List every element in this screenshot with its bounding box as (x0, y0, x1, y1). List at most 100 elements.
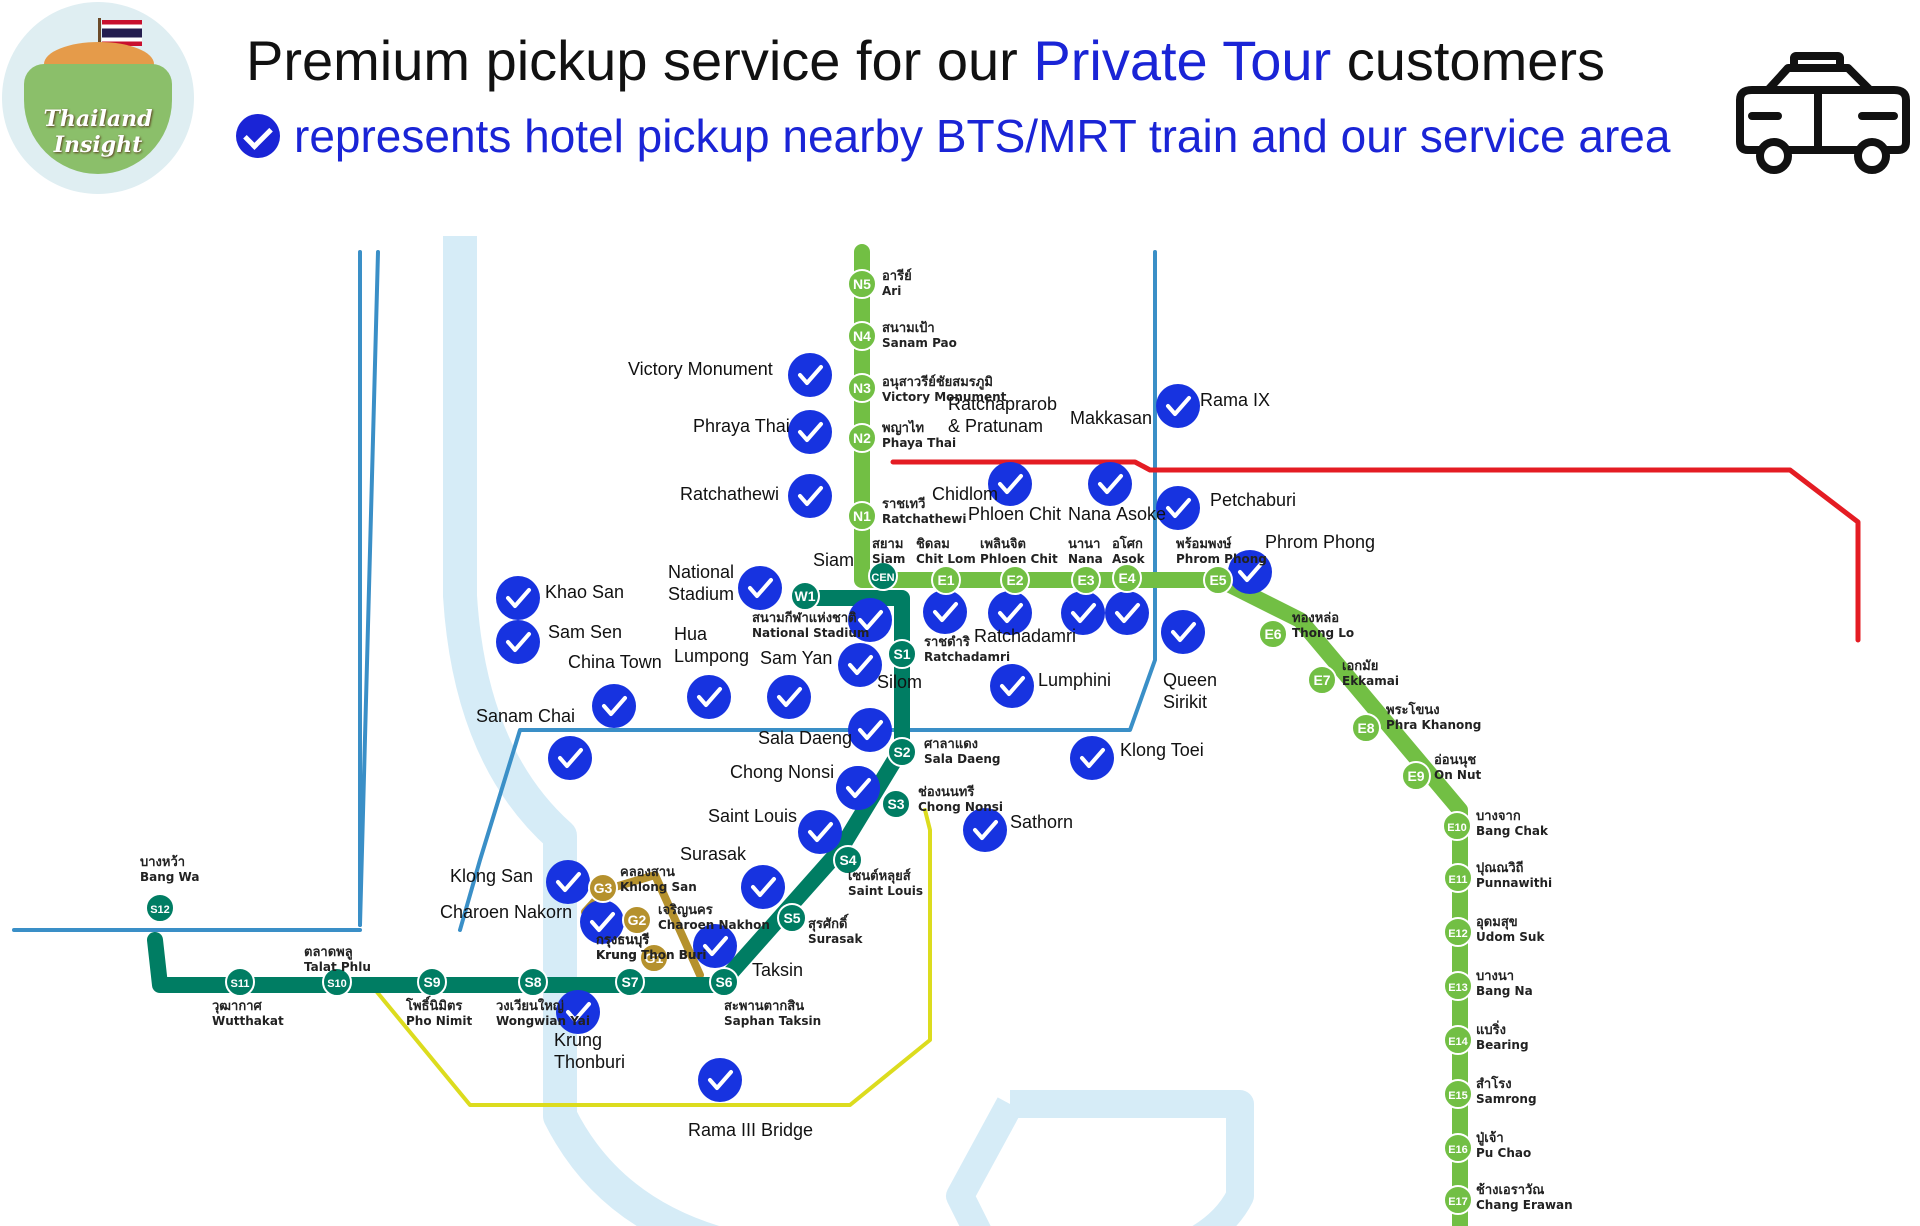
pickup-label-line: Surasak (680, 844, 747, 864)
station-name-english: Bearing (1476, 1038, 1529, 1052)
gold-line (581, 871, 704, 979)
pickup-label-line: Sala Daeng (758, 728, 852, 748)
pickup-label-18: China Town (568, 652, 662, 672)
pickup-label-line: Lumpong (674, 646, 749, 666)
station-badge (322, 967, 352, 997)
pickup-marker-15 (496, 620, 540, 664)
check-circle-icon (848, 598, 892, 642)
station-badge (1443, 863, 1473, 893)
station-s3: S3ช่องนนทรีChong Nonsi (881, 784, 1003, 819)
station-name-english: Ari (882, 284, 901, 298)
station-name-english: Ratchadamri (924, 650, 1010, 664)
pickup-label-line: Rama III Bridge (688, 1120, 813, 1140)
check-circle-icon (988, 591, 1032, 635)
pickup-label-5: Rama IX (1200, 390, 1270, 410)
station-badge (1112, 563, 1142, 593)
pickup-label-11: Phrom Phong (1265, 532, 1375, 552)
station-name-english: Saint Louis (848, 884, 923, 898)
check-circle-icon (788, 474, 832, 518)
check-circle-icon (496, 620, 540, 664)
station-code: S3 (887, 796, 904, 812)
station-name-thai: พร้อมพงษ์ (1176, 536, 1232, 552)
check-mark-icon (1166, 396, 1191, 416)
station-badge (145, 893, 175, 923)
pickup-marker-33 (556, 990, 600, 1034)
station-code: E11 (1449, 874, 1468, 886)
pickup-marker-11 (1228, 550, 1272, 594)
pickup-marker-6 (1156, 486, 1200, 530)
check-circle-icon (738, 566, 782, 610)
station-name-thai: ปู่เจ้า (1476, 1130, 1504, 1146)
station-code: E10 (1447, 822, 1467, 834)
check-circle-icon (546, 860, 590, 904)
pickup-label-27: Saint Louis (708, 806, 797, 826)
check-mark-icon (506, 588, 531, 608)
check-mark-icon (858, 610, 883, 630)
title-accent-private-tour: Private Tour (1033, 29, 1332, 92)
pickup-label-22: Silom (877, 672, 922, 692)
check-circle-icon (1105, 591, 1149, 635)
station-badge (847, 321, 877, 351)
station-name-english: Sanam Pao (882, 336, 957, 350)
station-code: S4 (839, 852, 856, 868)
station-name-english: National Stadium (752, 626, 869, 640)
station-name-english: Sala Daeng (924, 752, 1000, 766)
pickup-marker-12 (848, 598, 892, 642)
station-badge (1443, 1079, 1473, 1109)
station-badge (868, 561, 898, 591)
legend-subtitle: represents hotel pickup nearby BTS/MRT t… (236, 108, 1670, 164)
pickup-label-line: Sirikit (1163, 692, 1207, 712)
check-mark-icon (751, 877, 776, 897)
check-circle-icon (990, 664, 1034, 708)
pickup-marker-14 (496, 576, 540, 620)
check-mark-icon (703, 936, 728, 956)
check-circle-icon (556, 990, 600, 1034)
station-name-english: Pho Nimit (406, 1014, 473, 1028)
station-badge (847, 269, 877, 299)
station-name-thai: ทองหล่อ (1292, 611, 1339, 626)
station-badge (1203, 565, 1233, 595)
pickup-label-3: Ratchaprarob& Pratunam (948, 394, 1057, 436)
station-code: N5 (853, 276, 871, 292)
station-name-thai: วงเวียนใหญ่ (496, 997, 564, 1014)
station-code: E5 (1209, 572, 1226, 588)
legend-text: represents hotel pickup nearby BTS/MRT t… (294, 110, 1671, 162)
station-name-english: Charoen Nakhon (658, 918, 770, 932)
station-name-english: Surasak (808, 932, 863, 946)
pickup-label-line: Chidlom (932, 484, 998, 504)
check-circle-icon (1088, 462, 1132, 506)
pickup-label-line: Klong Toei (1120, 740, 1204, 760)
station-name-thai: วุฒากาศ (212, 999, 263, 1014)
pickup-label-line: Makkasan (1070, 408, 1152, 428)
station-code: S11 (231, 978, 250, 990)
chao-phraya-river (443, 236, 720, 1226)
station-name-english: Chang Erawan (1476, 1198, 1573, 1212)
station-name-thai: เจริญนคร (658, 903, 713, 918)
station-code: S9 (423, 974, 440, 990)
station-name-thai: คลองสาน (620, 865, 675, 880)
station-badge (1443, 971, 1473, 1001)
station-name-thai: บางจาก (1476, 809, 1521, 824)
pickup-label-12: Siam (813, 550, 854, 570)
check-circle-icon (1156, 486, 1200, 530)
station-badge (881, 789, 911, 819)
station-name-thai: โพธิ์นิมิตร (405, 995, 462, 1014)
check-circle-icon (1156, 384, 1200, 428)
station-code: S12 (150, 904, 170, 916)
check-mark-icon (858, 720, 883, 740)
